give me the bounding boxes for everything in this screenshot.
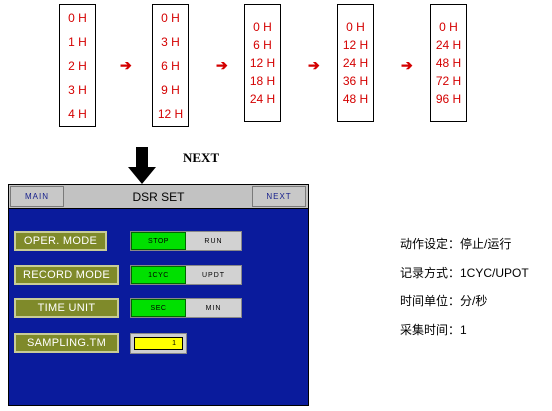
updt-option[interactable]: UPDT — [186, 266, 241, 284]
note-sampling-time: 采集时间：1 — [400, 323, 467, 337]
sequence-column-5: 0 H 24 H 48 H 72 H 96 H — [430, 4, 467, 122]
run-option[interactable]: RUN — [186, 232, 241, 250]
sequence-value: 6 H — [161, 58, 180, 73]
arrow-down-icon — [128, 147, 156, 184]
sequence-value: 48 H — [435, 56, 462, 70]
sequence-value: 2 H — [68, 58, 87, 73]
arrow-right-icon: ➔ — [401, 57, 413, 73]
sequence-column-2: 0 H 3 H 6 H 9 H 12 H — [152, 4, 189, 127]
record-mode-label: RECORD MODE — [14, 265, 119, 285]
sequence-value: 24 H — [435, 38, 462, 52]
arrow-right-icon: ➔ — [308, 57, 320, 73]
next-button[interactable]: NEXT — [252, 186, 306, 207]
sampling-tm-label: SAMPLING.TM — [14, 333, 119, 353]
sequence-value: 24 H — [249, 92, 276, 106]
sequence-value: 36 H — [342, 74, 369, 88]
sequence-value: 12 H — [249, 56, 276, 70]
sequence-value: 1 H — [68, 34, 87, 49]
arrow-right-icon: ➔ — [216, 57, 228, 73]
sequence-value: 0 H — [68, 10, 87, 25]
oper-mode-toggle[interactable]: STOP RUN — [130, 231, 242, 251]
note-time-unit: 时间单位：分/秒 — [400, 294, 488, 308]
sequence-column-1: 0 H 1 H 2 H 3 H 4 H — [59, 4, 96, 127]
sequence-column-3: 0 H 6 H 12 H 18 H 24 H — [244, 4, 281, 122]
arrow-right-icon: ➔ — [120, 57, 132, 73]
sequence-value: 3 H — [161, 34, 180, 49]
1cyc-option[interactable]: 1CYC — [131, 266, 186, 284]
main-button[interactable]: MAIN — [10, 186, 64, 207]
sequence-value: 0 H — [253, 20, 272, 34]
note-record-mode: 记录方式：1CYC/UPOT — [400, 266, 529, 280]
sampling-tm-field[interactable]: 1 — [130, 333, 187, 354]
panel-title: DSR SET — [132, 189, 185, 204]
sampling-tm-value[interactable]: 1 — [134, 337, 183, 350]
time-unit-toggle[interactable]: SEC MIN — [130, 298, 242, 318]
stop-option[interactable]: STOP — [131, 232, 186, 250]
sequence-value: 3 H — [68, 82, 87, 97]
panel-titlebar: MAIN DSR SET NEXT — [9, 185, 308, 209]
sequence-value: 72 H — [435, 74, 462, 88]
sequence-value: 12 H — [342, 38, 369, 52]
next-caption: NEXT — [183, 150, 220, 165]
sequence-value: 0 H — [439, 20, 458, 34]
sequence-value: 12 H — [157, 106, 184, 121]
sec-option[interactable]: SEC — [131, 299, 186, 317]
dsr-set-panel: MAIN DSR SET NEXT OPER. MODE STOP RUN RE… — [8, 184, 309, 406]
sequence-value: 9 H — [161, 82, 180, 97]
note-oper-mode: 动作设定：停止/运行 — [400, 237, 512, 251]
sequence-value: 96 H — [435, 92, 462, 106]
sequence-value: 4 H — [68, 106, 87, 121]
sequence-value: 0 H — [161, 10, 180, 25]
sequence-value: 18 H — [249, 74, 276, 88]
sequence-value: 48 H — [342, 92, 369, 106]
sequence-value: 6 H — [253, 38, 272, 52]
sequence-column-4: 0 H 12 H 24 H 36 H 48 H — [337, 4, 374, 122]
oper-mode-label: OPER. MODE — [14, 231, 107, 251]
time-unit-label: TIME UNIT — [14, 298, 119, 318]
record-mode-toggle[interactable]: 1CYC UPDT — [130, 265, 242, 285]
sequence-value: 0 H — [346, 20, 365, 34]
sequence-value: 24 H — [342, 56, 369, 70]
min-option[interactable]: MIN — [186, 299, 241, 317]
